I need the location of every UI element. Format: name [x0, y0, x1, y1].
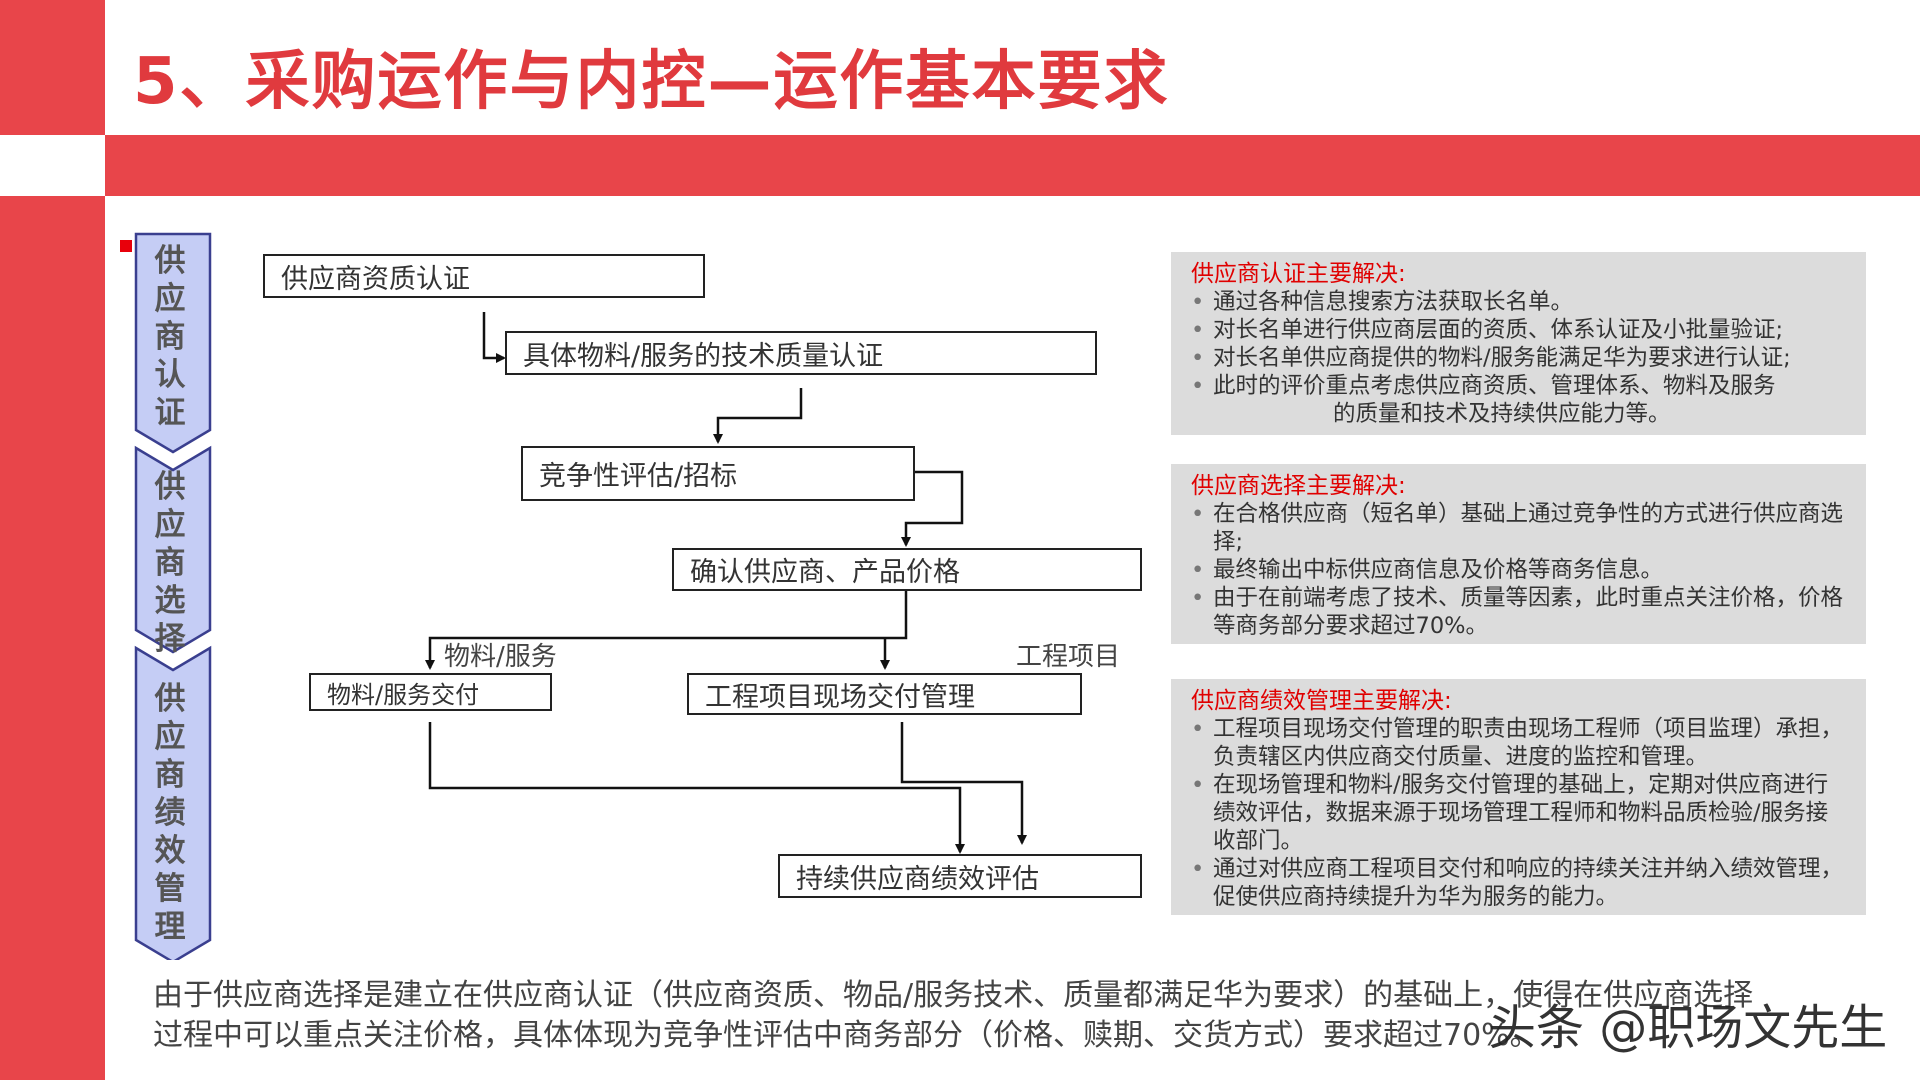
panel-supplier-certification: 供应商认证主要解决: • 通过各种信息搜索方法获取长名单。 • 对长名单进行供应商层面…	[1171, 252, 1866, 435]
flow-label-material-service: 物料/服务	[444, 642, 557, 672]
footer-line-1: 由于供应商选择是建立在供应商认证（供应商资质、物品/服务技术、质量都满足华为要求…	[153, 978, 1754, 1013]
flow-box-competitive-evaluation: 竞争性评估/招标	[521, 446, 915, 501]
stage-char: 供	[154, 681, 186, 717]
panel-list-item: • 此时的评价重点考虑供应商资质、管理体系、物料及服务	[1191, 372, 1848, 400]
panel-item-text: 最终输出中标供应商信息及价格等商务信息。	[1213, 557, 1664, 583]
stage-char: 供	[154, 243, 186, 279]
panel-item-text: 由于在前端考虑了技术、质量等因素，此时重点关注价格，价格等商务部分要求超过70%…	[1213, 585, 1844, 639]
stage-char: 商	[154, 319, 186, 355]
bullet-icon: •	[1191, 373, 1205, 399]
panel-list-item: • 工程项目现场交付管理的职责由现场工程师（项目监理）承担，负责辖区内供应商交付质…	[1191, 715, 1848, 771]
header-red-band	[105, 135, 1920, 196]
stage-char: 选	[154, 583, 186, 619]
stage-performance-label: 供应商绩效管理	[140, 680, 200, 946]
stage-certification-shape	[134, 232, 212, 454]
panel-title: 供应商认证主要解决:	[1191, 261, 1406, 287]
bullet-icon: •	[1191, 557, 1205, 583]
stage-char: 管	[154, 871, 186, 907]
stage-selection-shape	[134, 445, 212, 654]
panel-list: • 在合格供应商（短名单）基础上通过竞争性的方式进行供应商选择; • 最终输出中标供应…	[1191, 500, 1848, 640]
stage-char: 效	[154, 833, 186, 869]
panel-title: 供应商选择主要解决:	[1191, 473, 1406, 499]
stage-char: 应	[154, 719, 186, 755]
panel-list-item: • 最终输出中标供应商信息及价格等商务信息。	[1191, 556, 1848, 584]
flow-box-material-delivery: 物料/服务交付	[309, 673, 552, 711]
bullet-icon: •	[1191, 289, 1205, 315]
flow-box-project-site-delivery: 工程项目现场交付管理	[687, 673, 1082, 715]
panel-list-item: • 由于在前端考虑了技术、质量等因素，此时重点关注价格，价格等商务部分要求超过70…	[1191, 584, 1848, 640]
bullet-icon: •	[1191, 716, 1205, 742]
panel-item-text: 在合格供应商（短名单）基础上通过竞争性的方式进行供应商选择;	[1213, 501, 1844, 555]
panel-list-item: • 对长名单供应商提供的物料/服务能满足华为要求进行认证;	[1191, 344, 1848, 372]
panel-title: 供应商绩效管理主要解决:	[1191, 688, 1452, 714]
flow-box-continuous-performance-evaluation: 持续供应商绩效评估	[778, 854, 1142, 898]
panel-supplier-selection: 供应商选择主要解决: • 在合格供应商（短名单）基础上通过竞争性的方式进行供应商选…	[1171, 464, 1866, 644]
bullet-icon: •	[1191, 856, 1205, 882]
stage-char: 绩	[154, 795, 186, 831]
stage-char: 应	[154, 281, 186, 317]
footer-line-2: 过程中可以重点关注价格，具体体现为竞争性评估中商务部分（价格、赎期、交货方式）要…	[153, 1018, 1540, 1053]
stage-char: 择	[154, 621, 186, 657]
bullet-marker	[120, 240, 132, 252]
stage-chevrons	[134, 232, 212, 960]
panel-list-item: • 对长名单进行供应商层面的资质、体系认证及小批量验证;	[1191, 316, 1848, 344]
bullet-icon: •	[1191, 345, 1205, 371]
panel-item-text: 通过对供应商工程项目交付和响应的持续关注并纳入绩效管理，促使供应商持续提升为华为…	[1213, 856, 1844, 910]
bullet-icon	[1191, 400, 1213, 428]
stage-char: 商	[154, 545, 186, 581]
stage-performance-shape	[134, 645, 212, 960]
panel-supplier-performance: 供应商绩效管理主要解决: • 工程项目现场交付管理的职责由现场工程师（项目监理）承…	[1171, 679, 1866, 915]
stage-char: 理	[154, 909, 186, 945]
flow-box-confirm-supplier-price: 确认供应商、产品价格	[672, 548, 1142, 591]
panel-item-text: 对长名单进行供应商层面的资质、体系认证及小批量验证;	[1213, 317, 1784, 343]
panel-list-item: • 通过对供应商工程项目交付和响应的持续关注并纳入绩效管理，促使供应商持续提升为华…	[1191, 855, 1848, 911]
stage-char: 商	[154, 757, 186, 793]
panel-item-text: 对长名单供应商提供的物料/服务能满足华为要求进行认证;	[1213, 345, 1791, 371]
panel-item-text: 通过各种信息搜索方法获取长名单。	[1213, 289, 1574, 315]
stage-char: 认	[154, 357, 186, 393]
flow-box-supplier-qualification: 供应商资质认证	[263, 254, 705, 298]
panel-list-item: 的质量和技术及持续供应能力等。	[1191, 400, 1848, 428]
bullet-icon: •	[1191, 317, 1205, 343]
panel-item-text: 工程项目现场交付管理的职责由现场工程师（项目监理）承担，负责辖区内供应商交付质量…	[1213, 716, 1844, 770]
bullet-icon: •	[1191, 585, 1205, 611]
panel-list: • 工程项目现场交付管理的职责由现场工程师（项目监理）承担，负责辖区内供应商交付质…	[1191, 715, 1848, 911]
panel-list-item: • 通过各种信息搜索方法获取长名单。	[1191, 288, 1848, 316]
panel-list: • 通过各种信息搜索方法获取长名单。 • 对长名单进行供应商层面的资质、体系认证及小批…	[1191, 288, 1848, 428]
watermark-text: 头条 @职场文先生	[1488, 1000, 1888, 1056]
panel-item-text: 的质量和技术及持续供应能力等。	[1333, 401, 1671, 427]
stage-selection-label: 供应商选择	[140, 468, 200, 658]
stage-char: 证	[154, 395, 186, 431]
flow-label-engineering-project: 工程项目	[1016, 642, 1121, 672]
bullet-icon: •	[1191, 501, 1205, 527]
flow-box-technical-quality-certification: 具体物料/服务的技术质量认证	[505, 331, 1097, 375]
stage-char: 应	[154, 507, 186, 543]
stage-certification-label: 供应商认证	[140, 242, 200, 432]
bullet-icon: •	[1191, 772, 1205, 798]
panel-list-item: • 在现场管理和物料/服务交付管理的基础上，定期对供应商进行绩效评估，数据来源于现…	[1191, 771, 1848, 855]
left-accent-bar-bottom	[0, 196, 105, 1080]
panel-item-text: 在现场管理和物料/服务交付管理的基础上，定期对供应商进行绩效评估，数据来源于现场…	[1213, 772, 1829, 854]
stage-char: 供	[154, 469, 186, 505]
footer-note: 由于供应商选择是建立在供应商认证（供应商资质、物品/服务技术、质量都满足华为要求…	[153, 976, 1873, 1056]
page-title: 5、采购运作与内控—运作基本要求	[133, 45, 1170, 119]
left-accent-bar-top	[0, 0, 105, 135]
panel-item-text: 此时的评价重点考虑供应商资质、管理体系、物料及服务	[1213, 373, 1776, 399]
panel-list-item: • 在合格供应商（短名单）基础上通过竞争性的方式进行供应商选择;	[1191, 500, 1848, 556]
